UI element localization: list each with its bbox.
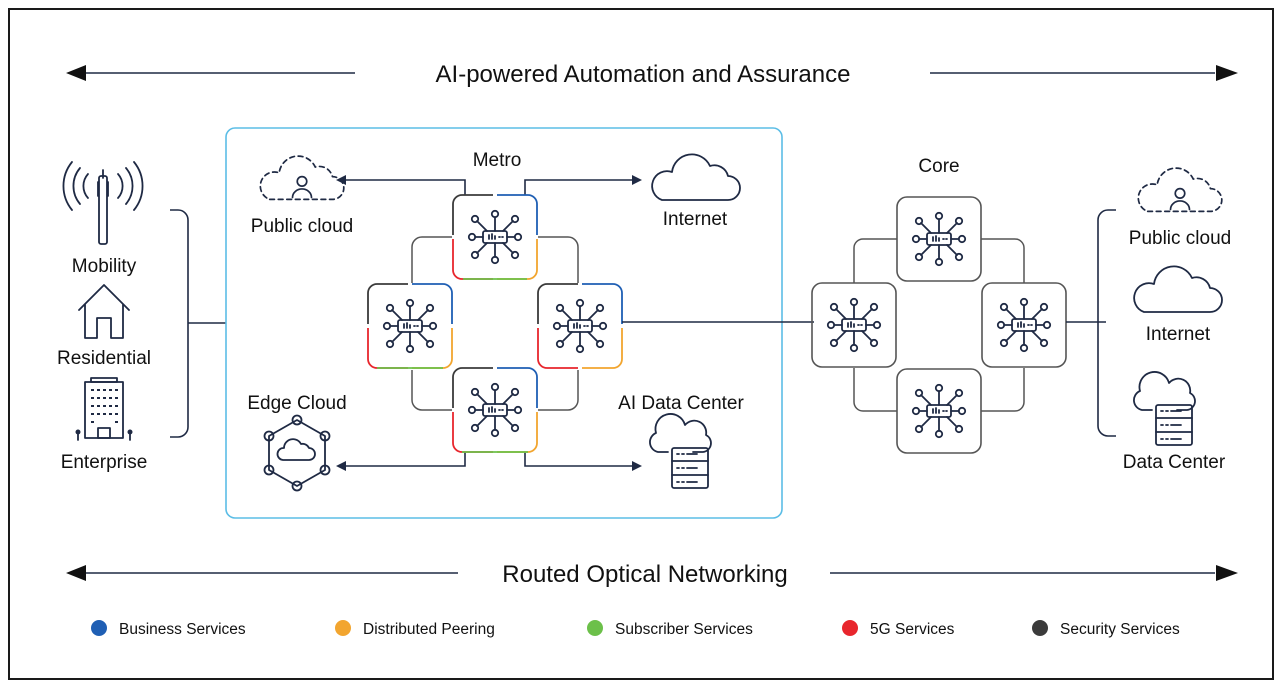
metro-box bbox=[225, 127, 783, 519]
core-bracket bbox=[1097, 209, 1116, 437]
legend-swatch bbox=[335, 620, 351, 636]
legend: Business Services Distributed Peering Subs… bbox=[91, 620, 1180, 638]
residential-label: Residential bbox=[57, 348, 151, 369]
cell-tower-icon bbox=[62, 161, 144, 245]
metro-section: Metro bbox=[247, 150, 745, 492]
legend-swatch bbox=[842, 620, 858, 636]
ai-data-center-label: AI Data Center bbox=[618, 393, 744, 414]
access-bracket bbox=[170, 209, 189, 438]
metro-public-cloud-label: Public cloud bbox=[251, 216, 353, 237]
core-public-cloud-icon bbox=[1137, 167, 1223, 213]
edge-cloud-label: Edge Cloud bbox=[247, 393, 346, 414]
building-icon bbox=[75, 377, 133, 441]
house-icon bbox=[78, 284, 130, 339]
bottom-banner: Routed Optical Networking bbox=[66, 561, 1238, 588]
edge-cloud-icon bbox=[263, 414, 331, 492]
diagram-frame bbox=[8, 8, 1274, 680]
core-public-cloud-label: Public cloud bbox=[1129, 228, 1231, 249]
core-data-center-label: Data Center bbox=[1123, 452, 1226, 473]
legend-label: 5G Services bbox=[870, 621, 955, 638]
legend-swatch bbox=[1032, 620, 1048, 636]
legend-label: Business Services bbox=[119, 621, 246, 638]
top-banner: AI-powered Automation and Assurance bbox=[66, 61, 1238, 88]
legend-swatch bbox=[91, 620, 107, 636]
metro-router-left bbox=[367, 283, 453, 369]
core-data-center-icon bbox=[1133, 371, 1196, 446]
internet-cloud-icon bbox=[651, 153, 741, 201]
ai-data-center-icon bbox=[649, 413, 712, 489]
legend-label: Security Services bbox=[1060, 621, 1180, 638]
banner-title-bottom: Routed Optical Networking bbox=[502, 561, 787, 588]
metro-router-top bbox=[452, 194, 538, 280]
legend-swatch bbox=[587, 620, 603, 636]
enterprise-label: Enterprise bbox=[61, 452, 148, 473]
legend-label: Distributed Peering bbox=[363, 621, 495, 638]
metro-internet-label: Internet bbox=[663, 209, 728, 230]
core-router-right bbox=[981, 282, 1067, 368]
mobility-label: Mobility bbox=[72, 256, 137, 277]
core-internet-cloud-icon bbox=[1133, 265, 1223, 313]
core-router-left bbox=[811, 282, 897, 368]
public-cloud-icon bbox=[259, 155, 345, 201]
banner-title-top: AI-powered Automation and Assurance bbox=[436, 61, 851, 88]
core-router-bottom bbox=[896, 368, 982, 454]
metro-title: Metro bbox=[473, 150, 522, 171]
metro-router-right bbox=[537, 283, 623, 369]
core-internet-label: Internet bbox=[1146, 324, 1211, 345]
access-section: Mobility Residential Enterprise bbox=[57, 161, 226, 473]
core-router-top bbox=[896, 196, 982, 282]
core-title: Core bbox=[918, 156, 959, 177]
legend-label: Subscriber Services bbox=[615, 621, 753, 638]
core-section: Core Public cloud Internet bbox=[811, 156, 1231, 473]
metro-router-bottom bbox=[452, 367, 538, 453]
